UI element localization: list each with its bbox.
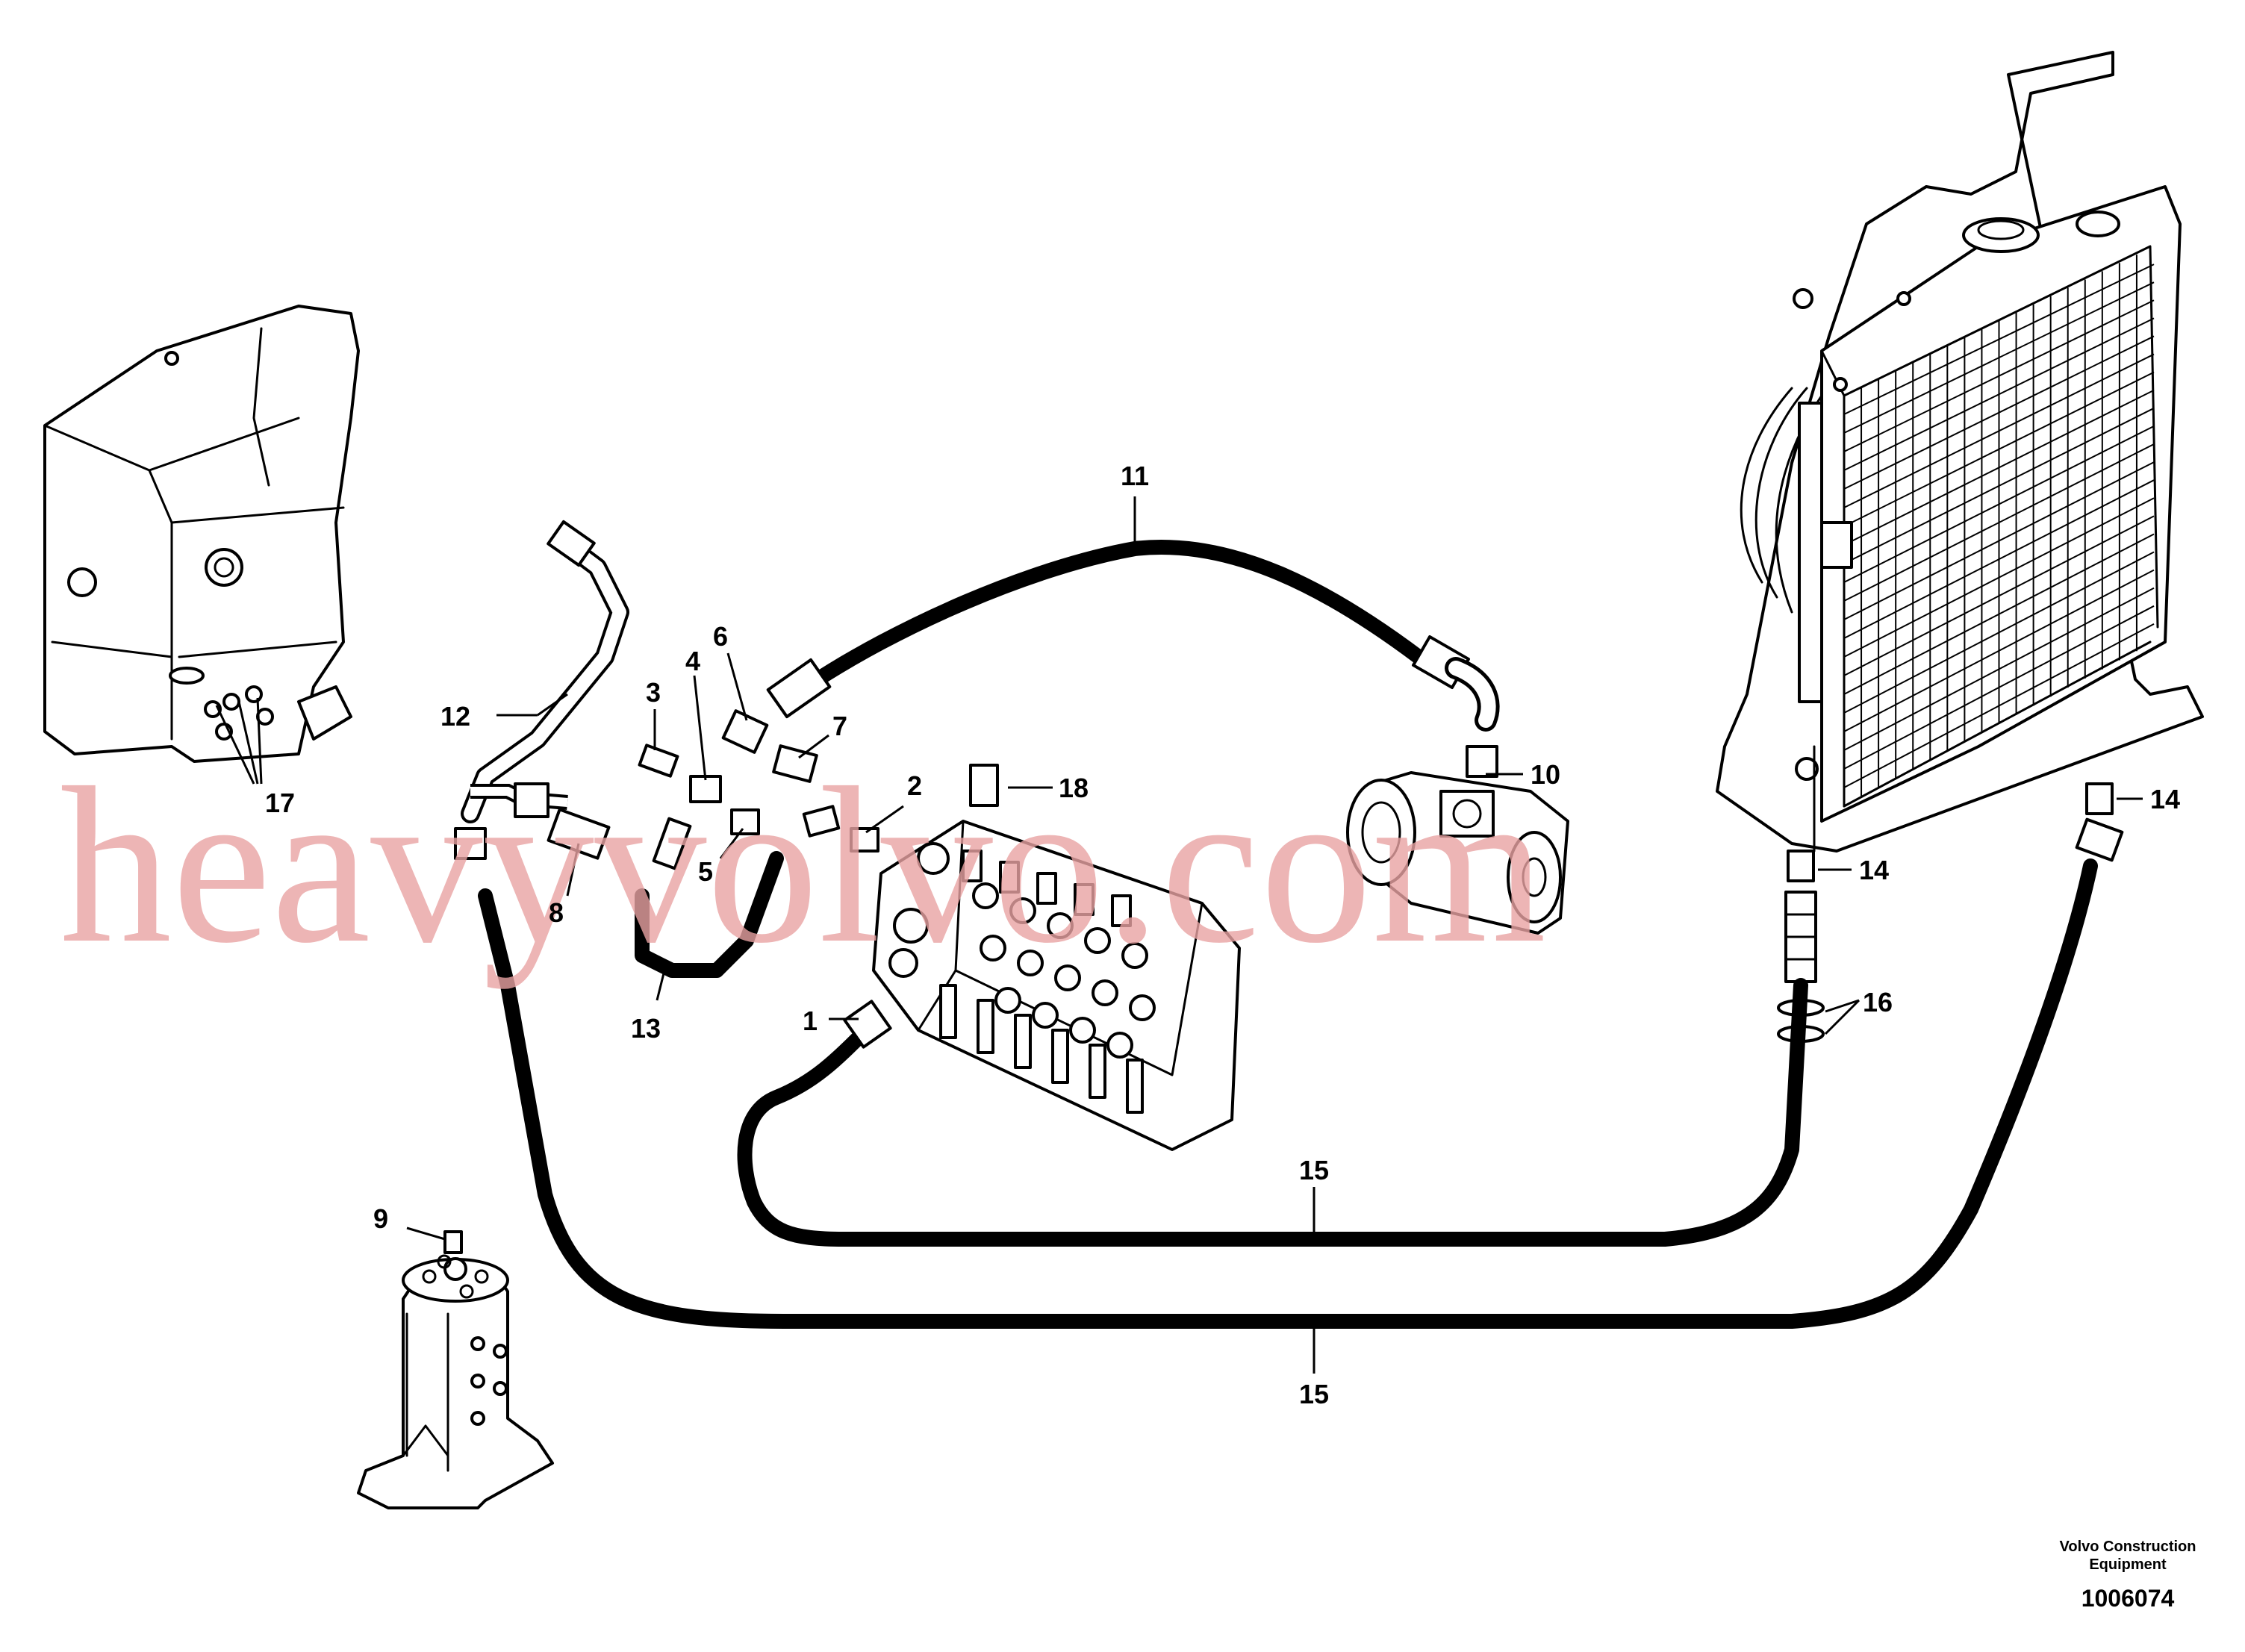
callout-12: 12 xyxy=(440,701,470,732)
radiator-grid-line xyxy=(1843,515,2155,676)
callout-2: 2 xyxy=(907,770,922,801)
credit-line-2: Equipment xyxy=(2089,1556,2167,1573)
callout-10: 10 xyxy=(1531,759,1560,790)
radiator-grid-line xyxy=(1843,533,2155,695)
radiator-grid-line xyxy=(1843,605,2155,770)
oil-cooler-radiator xyxy=(1716,51,2204,853)
callout-17: 17 xyxy=(265,788,295,818)
callout-16: 16 xyxy=(1863,987,1893,1017)
radiator-grid-line xyxy=(1843,407,2155,564)
hose-11 xyxy=(766,539,1500,778)
callout-5: 5 xyxy=(698,856,713,887)
radiator-grid xyxy=(1843,255,2155,797)
radiator-grid-line xyxy=(1843,569,2155,732)
radiator-grid-line xyxy=(1843,443,2155,602)
hydraulic-tank xyxy=(43,305,360,763)
radiator-grid-line xyxy=(1843,371,2155,527)
radiator-grid-line xyxy=(1843,623,2155,788)
callout-14-upper: 14 xyxy=(2150,784,2180,814)
callout-1: 1 xyxy=(803,1006,818,1036)
callout-15-outer: 15 xyxy=(1299,1379,1329,1409)
radiator-grid-line xyxy=(1843,461,2155,620)
radiator-grid-line xyxy=(1843,551,2155,714)
callout-15-inner: 15 xyxy=(1299,1155,1329,1185)
radiator-grid-line xyxy=(1843,299,2155,452)
callout-13: 13 xyxy=(631,1013,661,1044)
radiator-grid-line xyxy=(1843,317,2155,471)
radiator-grid-line xyxy=(1843,389,2155,546)
credit-line-1: Volvo Construction xyxy=(2060,1539,2196,1555)
fittings xyxy=(547,709,999,870)
callout-4: 4 xyxy=(685,646,700,676)
swivel-joint xyxy=(357,1230,554,1509)
callout-18: 18 xyxy=(1059,773,1089,803)
radiator-grid-line xyxy=(1843,587,2155,751)
radiator-grid-line xyxy=(1843,426,2155,583)
callout-11: 11 xyxy=(1121,461,1149,491)
hose-15-inner xyxy=(737,978,1808,1247)
callout-7: 7 xyxy=(832,711,847,741)
hose-15-long xyxy=(478,858,2098,1329)
callout-3: 3 xyxy=(646,677,661,708)
document-number: 1006074 xyxy=(2081,1585,2175,1612)
steel-pipe-12 xyxy=(454,520,629,860)
watermark: heavyvolvo.com xyxy=(60,741,1546,990)
radiator-grid-line xyxy=(1843,335,2155,490)
leader-lines xyxy=(215,496,2143,1374)
hose-13 xyxy=(635,851,784,978)
radiator-grid-line xyxy=(1843,264,2155,415)
radiator-grid-line xyxy=(1843,353,2155,508)
callout-9: 9 xyxy=(373,1203,388,1234)
control-valve-block xyxy=(872,820,1241,1151)
callout-14-lower: 14 xyxy=(1859,855,1889,885)
radiator-grid-line xyxy=(1843,281,2155,434)
callout-labels: 1 2 3 4 5 6 7 8 9 10 11 12 13 14 14 15 1… xyxy=(265,461,2180,1409)
radiator-grid-line xyxy=(1843,497,2155,658)
hydraulic-pump xyxy=(1346,771,1569,935)
callout-6: 6 xyxy=(713,621,728,652)
radiator-grid-line xyxy=(1843,479,2155,639)
callout-8: 8 xyxy=(549,897,564,928)
